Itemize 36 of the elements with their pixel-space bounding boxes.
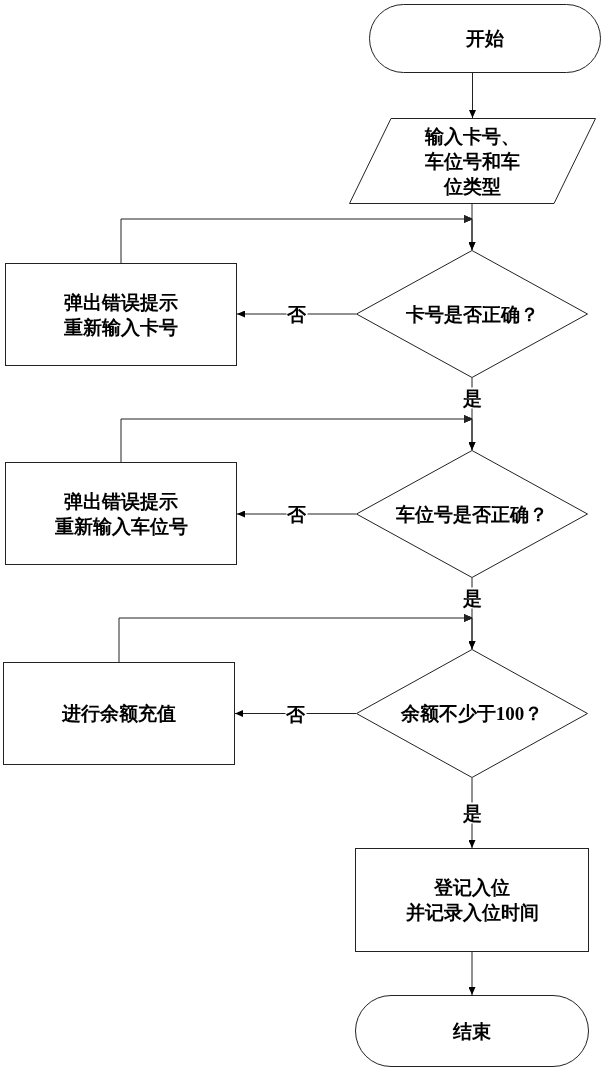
edge-label: 否 [285,703,306,724]
terminal-text: 结束 [453,1019,491,1044]
arrow [118,614,476,663]
decision-diamond [356,649,588,778]
arrow [120,415,476,463]
process-box [3,662,235,765]
edge-label: 否 [286,303,307,325]
edge-label: 是 [461,387,483,409]
arrow [468,777,476,849]
arrow [469,72,476,119]
step-text: 登记入位 [434,876,510,900]
terminal-text: 开始 [466,27,504,51]
question-text: 卡号是否正确？ [405,302,539,327]
step-text: 重新输入卡号 [64,315,178,340]
step-text: 并记录入位时间 [405,901,539,925]
question-text: 车位号是否正确？ [396,502,548,527]
edge-label: 否 [286,503,307,525]
arrow [468,951,476,996]
arrow [234,710,357,717]
step-text: 弹出错误提示 [64,489,178,514]
process-box [5,263,237,366]
step-text: 弹出错误提示 [64,290,178,315]
step-text: 重新输入车位号 [54,514,188,539]
arrow [236,510,357,518]
decision-diamond [356,450,588,578]
edge-label: 是 [461,587,483,609]
input-parallelogram [349,118,596,204]
step-text: 进行余额充值 [62,702,176,726]
process-box [355,848,589,952]
arrow [120,215,476,264]
input-text: 输入卡号、车位号和车位类型 [424,124,521,199]
process-box [5,462,237,565]
question-text: 余额不少于100？ [400,702,544,726]
edge-label: 是 [461,802,483,824]
arrow [236,310,357,318]
decision-diamond [356,250,588,378]
